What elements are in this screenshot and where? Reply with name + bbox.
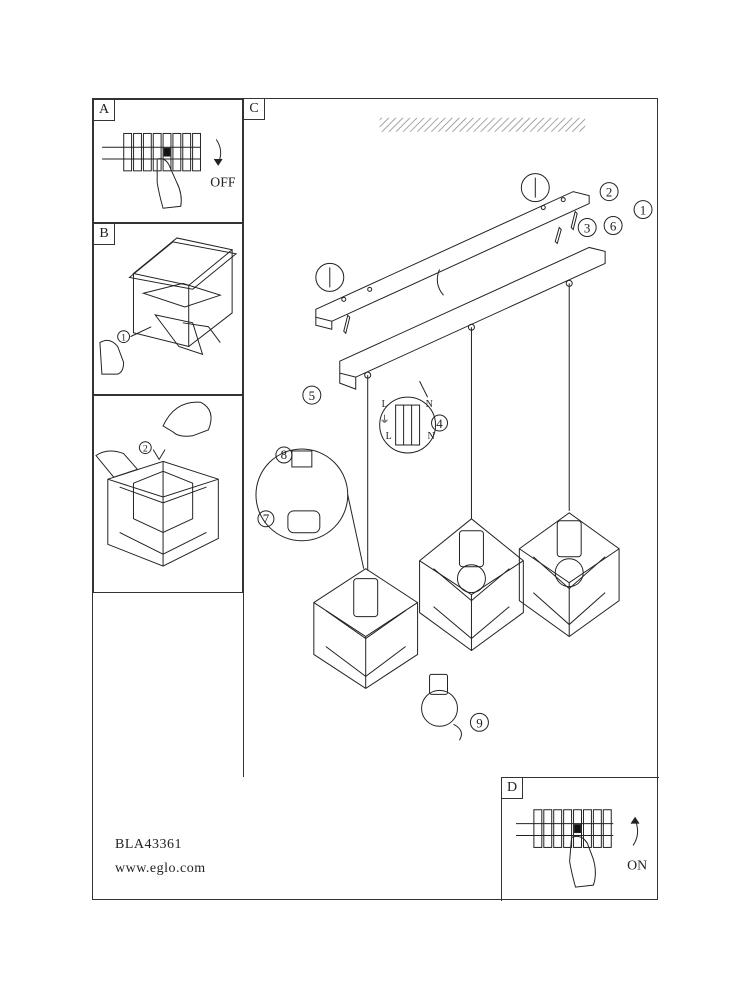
screw-icon <box>343 314 351 335</box>
panel-b-label: B <box>94 224 115 245</box>
hand-icon <box>162 401 212 437</box>
panel-d: D ON <box>501 777 659 901</box>
step-marker-1: 1 <box>117 330 131 344</box>
model-number: BLA43361 <box>115 837 182 852</box>
panel-cage: 2 <box>93 395 243 593</box>
light-bulb-icon <box>456 564 486 594</box>
mounting-bracket <box>315 191 590 322</box>
assembly-illustration: 1 2 3 4 5 <box>255 117 653 741</box>
panel-d-label: D <box>502 778 523 799</box>
pendant-cage-left <box>313 568 419 689</box>
on-label: ON <box>627 858 647 873</box>
wire-label-live: L <box>382 399 388 410</box>
screw-icon <box>570 210 578 231</box>
svg-text:9: 9 <box>476 715 482 730</box>
pendant-cage-right <box>518 512 620 638</box>
svg-text:3: 3 <box>584 220 590 235</box>
pendant-cage-middle <box>419 518 524 652</box>
wire-label-neutral: N <box>428 431 435 442</box>
svg-text:8: 8 <box>281 447 287 462</box>
svg-text:2: 2 <box>143 444 148 455</box>
svg-text:4: 4 <box>436 416 443 431</box>
svg-text:6: 6 <box>610 219 617 234</box>
breaker-row <box>123 132 201 172</box>
hand-icon <box>156 158 182 209</box>
drill-icon <box>520 173 550 203</box>
drill-icon <box>315 262 345 292</box>
packaging-insert <box>141 282 222 308</box>
step-marker-2: 2 <box>599 182 619 202</box>
instruction-sheet: A OFF <box>92 98 659 901</box>
wire-label-neutral: N <box>426 399 433 410</box>
wire-label-live: L <box>386 431 392 442</box>
svg-text:1: 1 <box>640 203 646 218</box>
socket-detail <box>255 448 365 569</box>
ceiling-canopy <box>339 246 606 378</box>
wire-label-earth: ⏚ <box>380 414 390 426</box>
step-marker-4: 4 <box>431 414 449 432</box>
light-bulb-icon <box>554 558 584 588</box>
hand-icon <box>99 339 125 375</box>
hand-icon <box>95 450 139 478</box>
step-marker-7: 7 <box>257 510 275 528</box>
svg-text:5: 5 <box>309 388 315 403</box>
ceiling-hatch <box>379 117 586 132</box>
svg-text:2: 2 <box>606 185 612 200</box>
step-marker-1: 1 <box>633 200 653 220</box>
bulb-insert-detail <box>421 673 462 741</box>
step-marker-8: 8 <box>275 446 293 464</box>
step-marker-5: 5 <box>302 385 322 405</box>
step-marker-2: 2 <box>138 441 152 455</box>
breaker-off-illustration: OFF <box>102 132 236 209</box>
panel-b: B 1 <box>93 223 243 395</box>
terminal-block-detail <box>379 380 437 454</box>
cage-open-illustration: 2 <box>95 401 219 567</box>
panel-c: C <box>243 99 659 777</box>
off-label: OFF <box>210 175 236 190</box>
breaker-on-illustration: ON <box>516 809 647 888</box>
remove-packaging-illustration: 1 <box>99 237 238 375</box>
screw-icon <box>554 226 562 245</box>
panel-a: A OFF <box>93 99 243 223</box>
svg-text:1: 1 <box>121 333 126 344</box>
website-url: www.eglo.com <box>115 861 206 876</box>
hand-icon <box>569 835 596 888</box>
step-marker-9: 9 <box>469 712 489 732</box>
step-marker-6: 6 <box>603 216 623 235</box>
svg-text:7: 7 <box>263 511 270 526</box>
panel-a-label: A <box>94 100 115 121</box>
panel-c-label: C <box>244 99 265 120</box>
step-marker-3: 3 <box>577 218 597 237</box>
